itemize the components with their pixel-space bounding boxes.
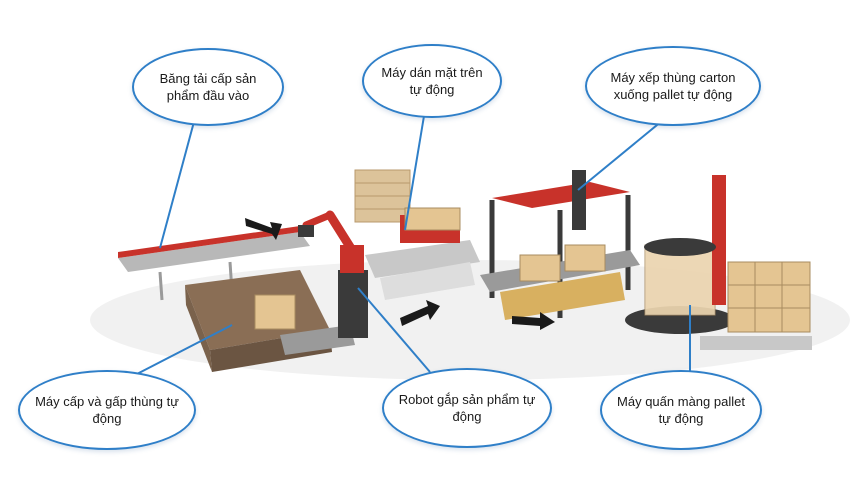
callout-text: Robot gắp sản phẩm tự động xyxy=(398,392,536,424)
callout-text: Máy dán mặt trên tự động xyxy=(381,65,483,97)
callout-infeed-conveyor: Băng tải cấp sản phẩm đầu vào xyxy=(132,48,284,126)
leader-line-robot xyxy=(357,287,431,373)
callout-carton-palletizer: Máy xếp thùng carton xuống pallet tự độn… xyxy=(585,46,761,126)
leader-line-case-erector xyxy=(134,324,233,376)
flow-arrow-icon xyxy=(245,218,282,240)
empty-pallet-stack xyxy=(354,169,411,223)
leader-line-infeed xyxy=(159,117,196,249)
flow-arrow-icon xyxy=(512,312,555,330)
flow-arrows xyxy=(245,218,555,330)
callout-text: Máy quấn màng pallet tự động xyxy=(617,394,745,426)
callout-text: Băng tải cấp sản phẩm đầu vào xyxy=(159,71,257,103)
pick-robot xyxy=(298,210,368,338)
carton-palletizer xyxy=(480,170,640,320)
callout-text: Máy cấp và gấp thùng tự động xyxy=(35,394,179,426)
callout-case-erector: Máy cấp và gấp thùng tự động xyxy=(18,370,196,450)
callout-text: Máy xếp thùng carton xuống pallet tự độn… xyxy=(610,70,736,102)
leader-line-palletizer xyxy=(577,115,669,191)
callout-pick-robot: Robot gắp sản phẩm tự động xyxy=(382,368,552,448)
callout-top-sealer: Máy dán mặt trên tự động xyxy=(362,44,502,118)
leader-lines xyxy=(134,109,691,376)
callout-pallet-wrapper: Máy quấn màng pallet tự động xyxy=(600,370,762,450)
finished-pallet xyxy=(700,261,812,350)
leader-line-top-sealer xyxy=(404,109,426,231)
top-sealer-machine xyxy=(365,207,480,300)
flow-arrow-icon xyxy=(400,300,440,326)
pallet-wrapper xyxy=(625,175,735,334)
